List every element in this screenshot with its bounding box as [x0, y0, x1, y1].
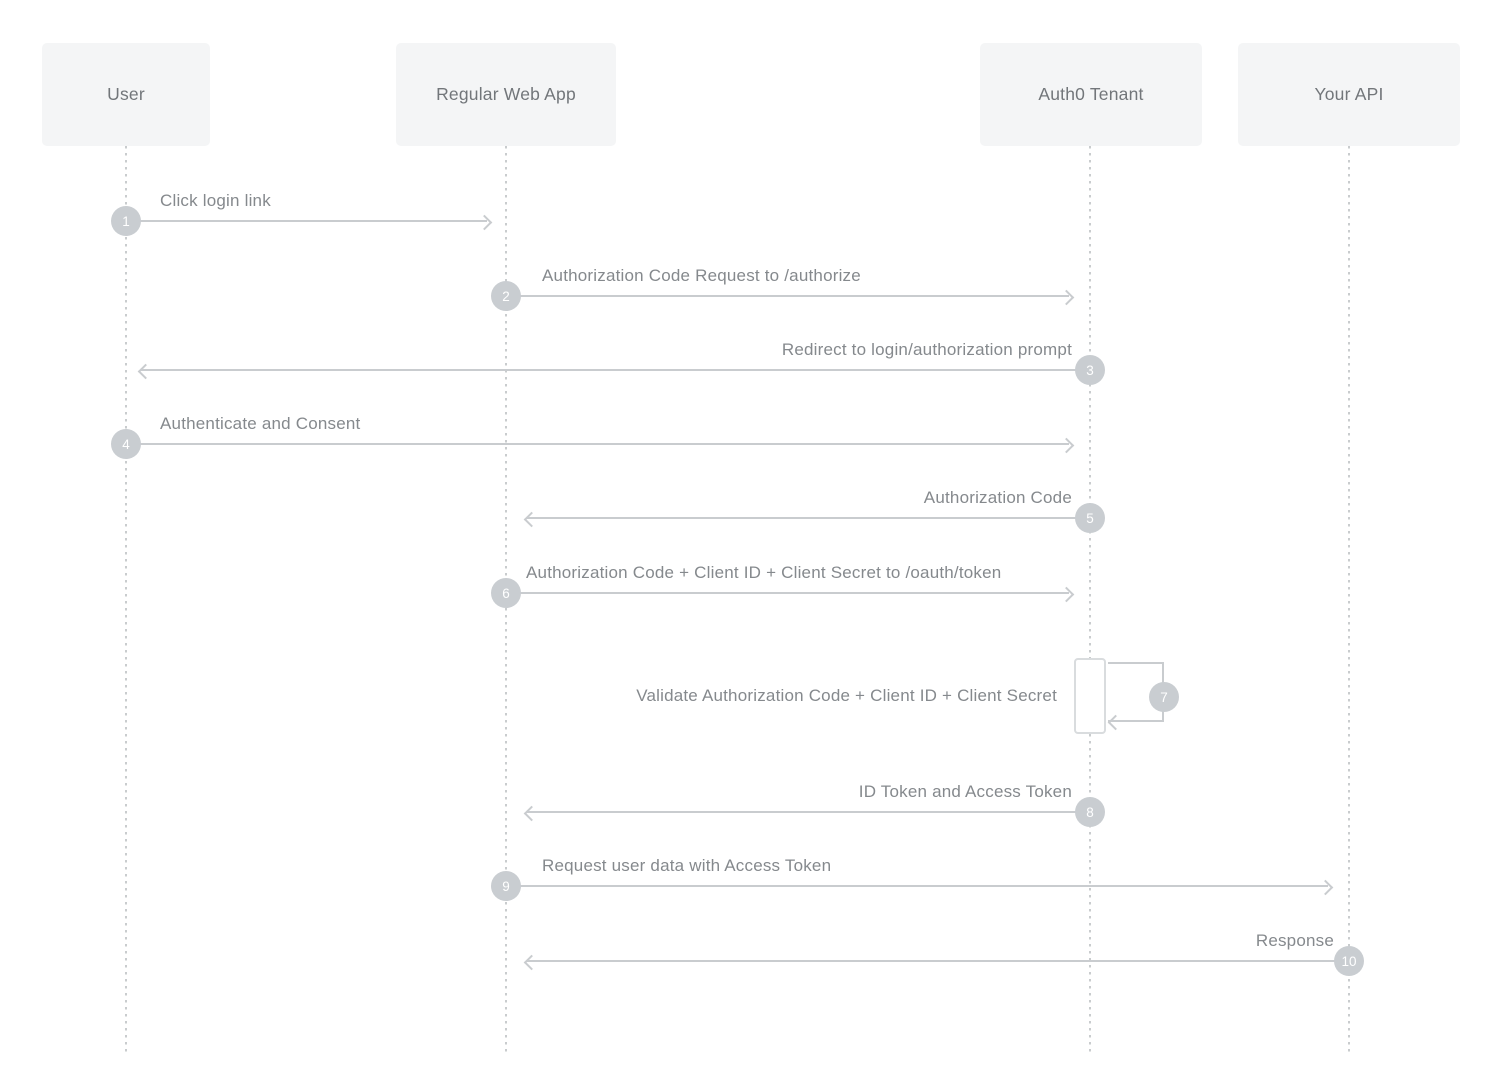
message-4-label: Authenticate and Consent — [160, 414, 361, 433]
arrowhead-right-icon — [1317, 879, 1334, 896]
actor-label-auth0-tenant: Auth0 Tenant — [1038, 84, 1144, 104]
lifeline-your-api — [1348, 146, 1350, 1053]
actor-label-user: User — [107, 84, 145, 104]
message-1-line — [126, 220, 487, 222]
lifeline-user — [125, 146, 127, 1053]
message-3-line — [141, 369, 1090, 371]
arrowhead-left-icon — [523, 954, 540, 971]
actor-box-user: User — [42, 43, 210, 146]
message-5-label: Authorization Code — [923, 488, 1072, 507]
lifeline-auth0-tenant — [1089, 146, 1091, 1053]
message-8-label: ID Token and Access Token — [858, 782, 1072, 801]
step-badge-7: 7 — [1149, 682, 1179, 712]
arrowhead-right-icon — [1058, 289, 1075, 306]
step-badge-1: 1 — [111, 206, 141, 236]
arrowhead-right-icon — [476, 214, 493, 231]
message-9-line — [506, 885, 1328, 887]
actor-box-regular-web-app: Regular Web App — [396, 43, 616, 146]
actor-box-auth0-tenant: Auth0 Tenant — [980, 43, 1202, 146]
message-7-label: Validate Authorization Code + Client ID … — [636, 686, 1057, 705]
step-badge-3: 3 — [1075, 355, 1105, 385]
actor-label-your-api: Your API — [1314, 84, 1384, 104]
step-badge-8: 8 — [1075, 797, 1105, 827]
arrowhead-left-icon — [137, 363, 154, 380]
message-9-label: Request user data with Access Token — [542, 856, 832, 875]
message-1-label: Click login link — [160, 191, 271, 210]
message-10-line — [527, 960, 1349, 962]
message-2-line — [506, 295, 1069, 297]
actor-box-your-api: Your API — [1238, 43, 1460, 146]
actor-label-regular-web-app: Regular Web App — [436, 84, 576, 104]
step-badge-2: 2 — [491, 281, 521, 311]
step-badge-5: 5 — [1075, 503, 1105, 533]
message-6-line — [506, 592, 1069, 594]
message-4-line — [126, 443, 1069, 445]
activation-bar — [1074, 658, 1106, 734]
arrowhead-right-icon — [1058, 586, 1075, 603]
message-8-line — [527, 811, 1090, 813]
arrowhead-right-icon — [1058, 437, 1075, 454]
message-5-line — [527, 517, 1090, 519]
message-10-label: Response — [1255, 931, 1334, 950]
step-badge-4: 4 — [111, 429, 141, 459]
step-badge-10: 10 — [1334, 946, 1364, 976]
step-badge-6: 6 — [491, 578, 521, 608]
arrowhead-left-icon — [523, 511, 540, 528]
message-2-label: Authorization Code Request to /authorize — [542, 266, 861, 285]
step-badge-9: 9 — [491, 871, 521, 901]
message-3-label: Redirect to login/authorization prompt — [781, 340, 1072, 359]
arrowhead-left-icon — [523, 805, 540, 822]
message-6-label: Authorization Code + Client ID + Client … — [526, 563, 1002, 582]
